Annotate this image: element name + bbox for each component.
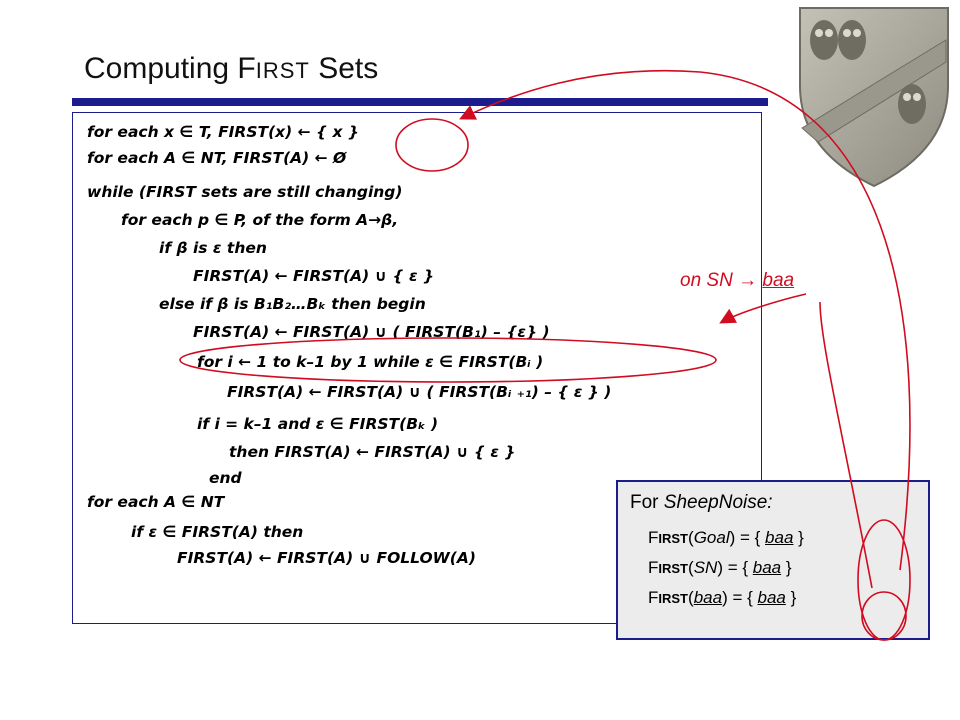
- algo-line: for each p ∈ P, of the form A→β,: [121, 211, 399, 229]
- rice-university-shield-icon: [799, 7, 949, 188]
- example-heading: For SheepNoise:: [630, 492, 773, 513]
- algo-line: while (FIRST sets are still changing): [87, 183, 403, 201]
- algo-line: FIRST(A) ← FIRST(A) ∪ FOLLOW(A): [177, 549, 476, 567]
- algo-line: if i = k–1 and ε ∈ FIRST(Bₖ ): [197, 415, 439, 433]
- algo-line: if ε ∈ FIRST(A) then: [131, 523, 304, 541]
- algo-line: for i ← 1 to k–1 by 1 while ε ∈ FIRST(Bᵢ…: [197, 353, 544, 371]
- first-sn-row: FIRST(SN) = { baa }: [648, 558, 792, 577]
- algo-line: FIRST(A) ← FIRST(A) ∪ ( FIRST(Bᵢ ₊₁) – {…: [227, 383, 612, 401]
- algo-line: for each x ∈ T, FIRST(x) ← { x }: [87, 123, 359, 141]
- sheepnoise-example-box: For SheepNoise: FIRST(Goal) = { baa } FI…: [616, 480, 930, 640]
- algo-line: if β is ε then: [159, 239, 267, 257]
- algo-line: FIRST(A) ← FIRST(A) ∪ { ε }: [193, 267, 435, 285]
- algo-line: FIRST(A) ← FIRST(A) ∪ ( FIRST(B₁) – {ε} …: [193, 323, 550, 341]
- first-baa-row: FIRST(baa) = { baa }: [648, 588, 797, 607]
- algo-line: else if β is B₁B₂…Bₖ then begin: [159, 295, 426, 313]
- annotation-label: on SN → baa: [680, 270, 795, 291]
- algo-line: end: [209, 469, 242, 487]
- algo-line: for each A ∈ NT: [87, 493, 225, 511]
- title-rule: [72, 98, 768, 106]
- algo-line: then FIRST(A) ← FIRST(A) ∪ { ε }: [229, 443, 516, 461]
- page-title: Computing FIRST Sets: [84, 52, 379, 85]
- algo-line: for each A ∈ NT, FIRST(A) ← Ø: [87, 149, 347, 167]
- first-goal-row: FIRST(Goal) = { baa }: [648, 528, 804, 547]
